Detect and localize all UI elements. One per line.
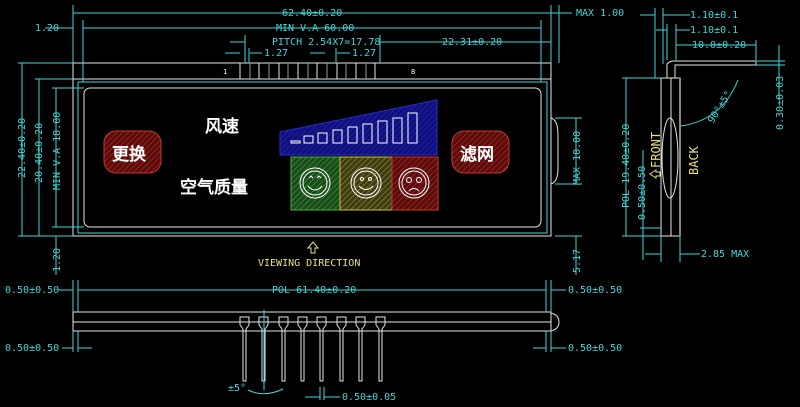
pol-width-dim: POL 61.40±0.20 <box>272 285 356 296</box>
back-label: BACK <box>687 145 701 175</box>
top-a-dim: 1.10±0.1 <box>690 10 738 21</box>
pin-1-label: 1 <box>223 68 227 76</box>
pin-width-right-dim: 1.27 <box>352 48 376 59</box>
min-va-height-dim: MIN V.A 18.00 <box>52 112 63 190</box>
sad-face-icon <box>398 167 430 199</box>
neutral-face-icon <box>350 167 382 199</box>
front-arrow-icon <box>649 169 661 179</box>
pin-width-left-dim: 1.27 <box>264 48 288 59</box>
glass-outline <box>72 62 552 237</box>
offset-517-dim: 5.17 <box>572 249 583 273</box>
happy-face-icon <box>299 167 331 199</box>
front-view: 1 8 更换 滤网 风速 空气质量 <box>72 62 559 269</box>
pol-height-dim: POL 19.40±0.20 <box>621 124 632 208</box>
viewing-direction-label: VIEWING DIRECTION <box>258 258 360 269</box>
right-tab <box>550 117 559 185</box>
polarizer-outline <box>77 81 548 234</box>
side-lens <box>661 117 679 199</box>
pin-connector-strip: 1 8 <box>223 63 415 79</box>
max-thickness-dim: MAX 1.00 <box>576 8 624 19</box>
left-offset-top-dim: 0.50±0.50 <box>5 285 59 296</box>
max-10-dim: MAX 10.00 <box>572 131 583 185</box>
front-label: FRONT <box>649 132 663 168</box>
inner-height-dim: 20.40±0.20 <box>34 123 45 183</box>
pin-offset-dim: 22.31±0.20 <box>442 37 502 48</box>
wind-speed-label: 风速 <box>205 116 239 137</box>
max-depth-dim: 2.85 MAX <box>701 249 749 260</box>
overall-width-dim: 62.40±0.20 <box>282 8 342 19</box>
front-view-dimension-labels: 62.40±0.20 MIN V.A 60.00 PITCH 2.54X7=17… <box>17 8 624 273</box>
good-face-zone <box>290 156 341 211</box>
overall-height-dim: 22.40±0.20 <box>17 118 28 178</box>
bottom-view <box>72 310 560 390</box>
wind-speed-bargraph <box>279 99 438 156</box>
replace-icon: 更换 <box>103 130 162 174</box>
viewing-direction-arrow <box>306 241 320 254</box>
top-b-dim: 1.10±0.1 <box>690 25 738 36</box>
pol-offset-dim: 0.50±0.50 <box>637 166 648 220</box>
replace-icon-text: 更换 <box>112 144 147 165</box>
side-view <box>649 60 757 237</box>
pin-8-label: 8 <box>411 68 415 76</box>
right-offset-top-dim: 0.50±0.50 <box>568 285 622 296</box>
thickness-dim: 0.30±0.03 <box>775 76 786 130</box>
side-view-labels: 1.10±0.1 1.10±0.1 10.0±0.20 0.30±0.03 90… <box>621 10 786 260</box>
pitch-dim: PITCH 2.54X7=17.78 <box>272 37 380 48</box>
air-quality-label: 空气质量 <box>180 177 248 198</box>
pin-thickness-dim: 0.50±0.05 <box>342 392 396 403</box>
viewing-area <box>83 87 542 228</box>
min-va-width-dim: MIN V.A 60.00 <box>276 23 354 34</box>
side-view-dimensions <box>622 8 785 262</box>
front-view-dimensions <box>18 5 582 275</box>
left-margin-dim: 1.20 <box>35 23 59 34</box>
bend-arc <box>680 79 739 127</box>
bottom-pins <box>239 316 386 382</box>
bad-face-zone <box>391 156 439 211</box>
angle-dim: 90°±5° <box>706 89 734 125</box>
left-offset-bottom-dim: 0.50±0.50 <box>5 343 59 354</box>
filter-icon-text: 滤网 <box>460 144 494 165</box>
pin-angle-dim: ±5° <box>228 383 246 394</box>
tab-length-dim: 10.0±0.20 <box>692 40 746 51</box>
moderate-face-zone <box>339 156 393 211</box>
right-offset-bottom-dim: 0.50±0.50 <box>568 343 622 354</box>
bottom-view-dimensions <box>58 280 566 400</box>
bottom-view-labels: POL 61.40±0.20 0.50±0.50 0.50±0.50 0.50±… <box>5 285 622 403</box>
filter-icon: 滤网 <box>451 130 510 174</box>
fpc-tail <box>666 60 757 78</box>
air-quality-indicator <box>290 156 439 211</box>
bottom-margin-dim: 1.20 <box>52 248 63 272</box>
